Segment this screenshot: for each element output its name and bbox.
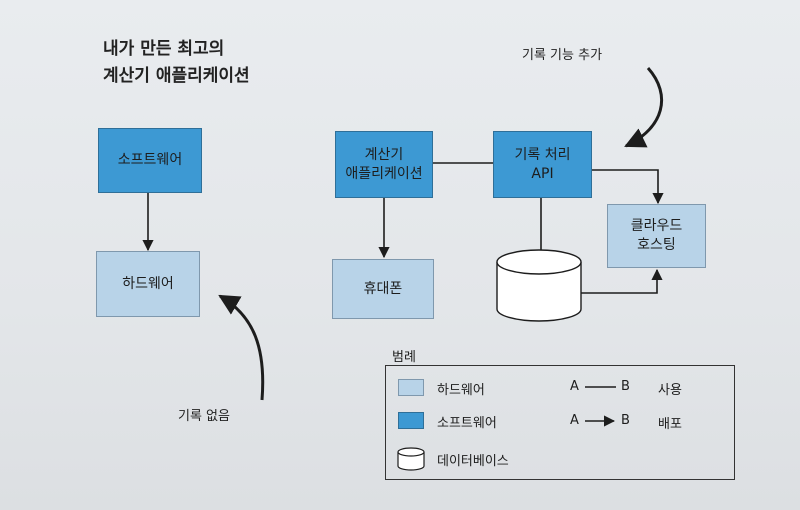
- node-calculator-app-line1: 계산기: [364, 146, 404, 163]
- legend-deploy-a: A: [570, 413, 579, 428]
- legend-software-swatch: [398, 412, 424, 429]
- curve-add-record: [624, 67, 664, 148]
- legend-box: [385, 365, 735, 480]
- edge-api-cloud: [592, 169, 664, 205]
- node-software: 소프트웨어: [98, 128, 202, 193]
- node-hardware: 하드웨어: [96, 251, 200, 317]
- node-cloud-hosting: 클라우드 호스팅: [607, 204, 706, 268]
- diagram-title: 내가 만든 최고의 계산기 애플리케이션: [103, 36, 250, 90]
- node-record-api: 기록 처리 API: [493, 131, 592, 198]
- legend-database-label: 데이터베이스: [437, 454, 509, 469]
- node-phone: 휴대폰: [332, 259, 434, 319]
- node-cloud-hosting-line2: 호스팅: [637, 237, 676, 253]
- curve-no-record: [218, 294, 265, 401]
- legend-database-icon: [397, 447, 425, 471]
- title-line-2: 계산기 애플리케이션: [103, 66, 250, 86]
- node-calculator-app-line2: 애플리케이션: [345, 165, 423, 182]
- node-calculator-app: 계산기 애플리케이션: [335, 131, 433, 198]
- node-record-api-line1: 기록 처리: [514, 146, 571, 163]
- legend-deploy-b: B: [621, 413, 630, 428]
- legend-hardware-swatch: [398, 379, 424, 396]
- edge-db-cloud: [580, 268, 663, 294]
- node-hardware-label: 하드웨어: [122, 275, 174, 292]
- legend-use-b: B: [621, 379, 630, 394]
- node-cloud-hosting-line1: 클라우드: [630, 218, 683, 234]
- node-phone-label: 휴대폰: [363, 280, 403, 297]
- annotation-add-record: 기록 기능 추가: [522, 48, 603, 63]
- node-record-api-line2: API: [531, 165, 554, 182]
- legend-use-a: A: [570, 379, 579, 394]
- annotation-no-record: 기록 없음: [178, 409, 230, 424]
- legend-hardware-label: 하드웨어: [437, 383, 485, 398]
- legend-deploy-label: 배포: [658, 417, 682, 432]
- legend-title: 범례: [392, 350, 416, 365]
- title-line-1: 내가 만든 최고의: [103, 39, 225, 59]
- database-cylinder: [496, 249, 582, 322]
- legend-use-label: 사용: [658, 383, 682, 398]
- legend-software-label: 소프트웨어: [437, 416, 497, 431]
- node-software-label: 소프트웨어: [117, 152, 183, 168]
